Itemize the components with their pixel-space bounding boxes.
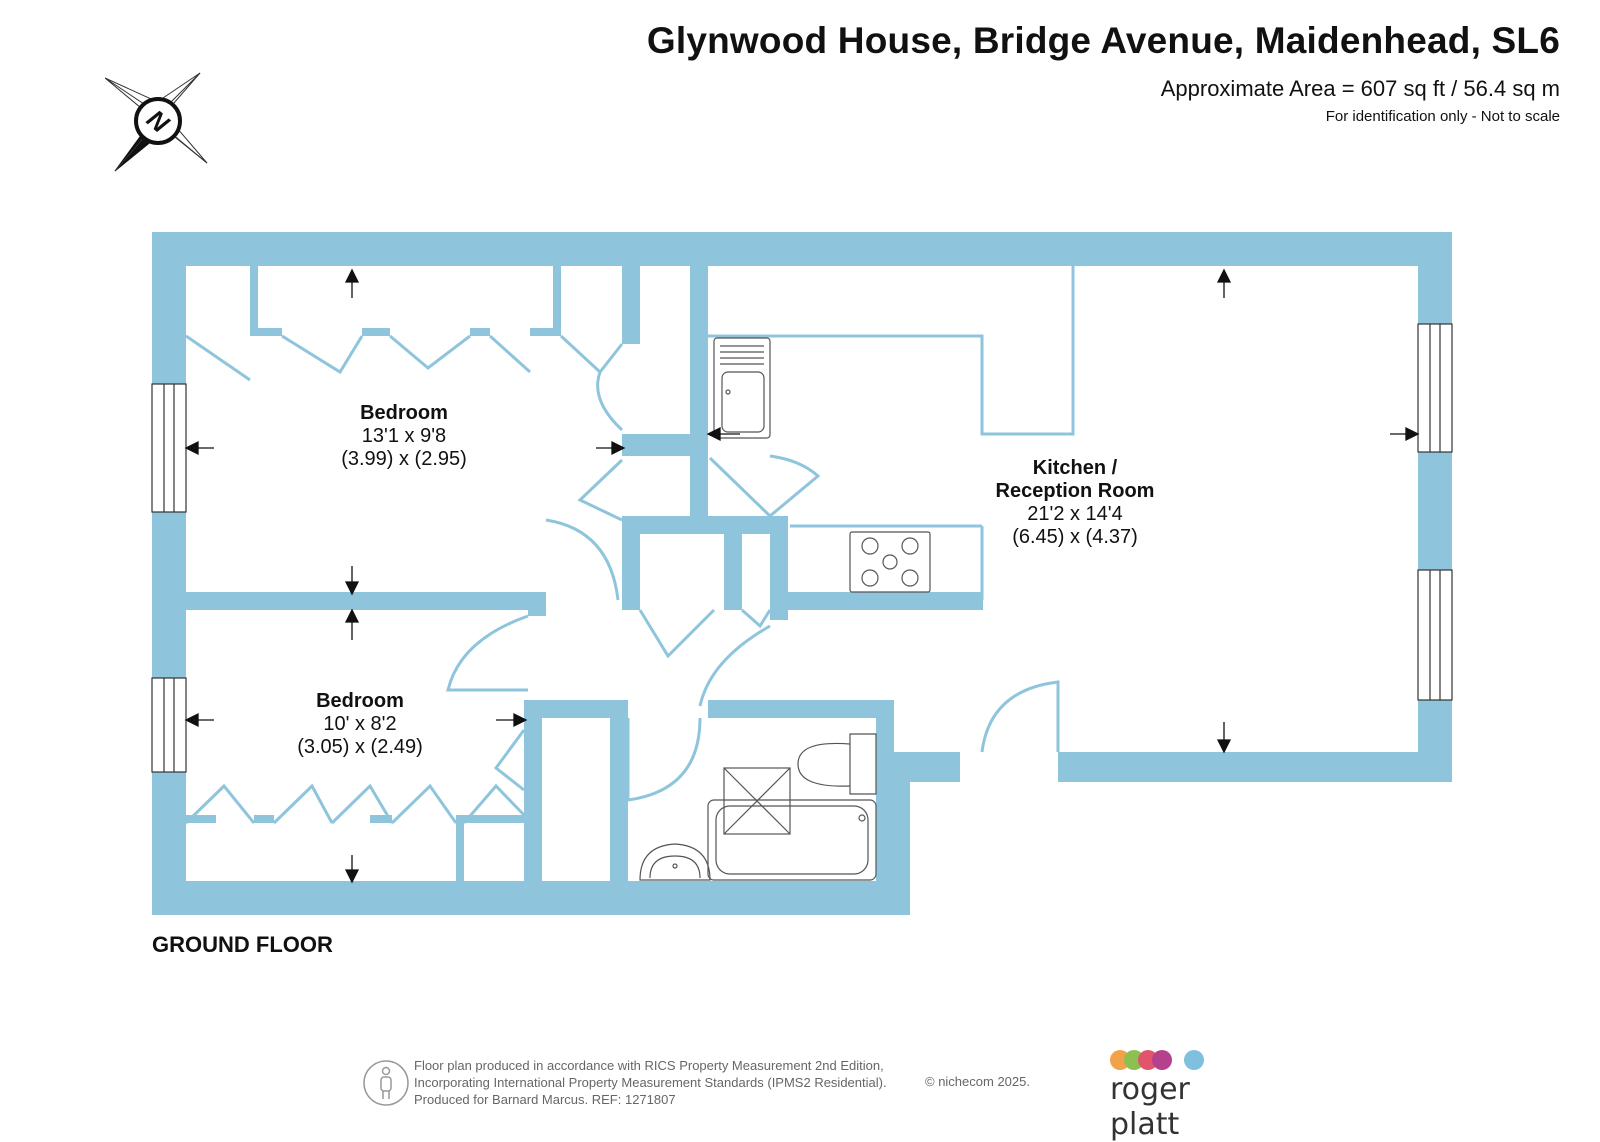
- page-title: Glynwood House, Bridge Avenue, Maidenhea…: [646, 20, 1560, 61]
- room-metric: (3.05) x (2.49): [297, 736, 423, 758]
- room-name: Bedroom: [360, 402, 448, 424]
- brand-logo: roger platt: [1110, 1050, 1250, 1142]
- windows: [151, 323, 1453, 773]
- room-metric: (3.99) x (2.95): [341, 448, 467, 470]
- footer-line-2: Incorporating International Property Mea…: [414, 1075, 887, 1090]
- footer-copyright: © nichecom 2025.: [925, 1074, 1030, 1089]
- brand-dot: [1152, 1050, 1172, 1070]
- footer-line-1: Floor plan produced in accordance with R…: [414, 1058, 884, 1073]
- scale-note: For identification only - Not to scale: [1325, 108, 1560, 125]
- floor-label: GROUND FLOOR: [152, 932, 333, 957]
- brand-dot: [1184, 1050, 1204, 1070]
- room-imperial: 13'1 x 9'8: [361, 425, 447, 447]
- room-imperial: 21'2 x 14'4: [1027, 503, 1123, 525]
- compass-icon: N: [105, 72, 208, 172]
- room-metric: (6.45) x (4.37): [1012, 526, 1138, 548]
- approximate-area: Approximate Area = 607 sq ft / 56.4 sq m: [1160, 76, 1560, 101]
- room-name: Kitchen /: [1032, 457, 1118, 479]
- room-imperial: 10' x 8'2: [323, 713, 397, 735]
- room-label-bedroom-1: Bedroom 13'1 x 9'8 (3.99) x (2.95): [341, 402, 467, 471]
- room-name: Bedroom: [316, 690, 404, 712]
- bathroom-fixtures: [639, 733, 877, 881]
- hob-icon: [849, 531, 931, 593]
- measurement-arrows: [184, 268, 1420, 884]
- room-name-2: Reception Room: [995, 480, 1155, 502]
- walls: [152, 232, 1452, 915]
- room-label-bedroom-2: Bedroom 10' x 8'2 (3.05) x (2.49): [297, 690, 423, 759]
- person-icon: [363, 1060, 409, 1106]
- kitchen-sink-icon: [713, 337, 771, 439]
- fixtures: [184, 266, 1075, 825]
- footer-line-3: Produced for Barnard Marcus. REF: 127180…: [414, 1092, 676, 1107]
- room-label-kitchen: Kitchen / Reception Room 21'2 x 14'4 (6.…: [996, 457, 1155, 549]
- footer-text: Floor plan produced in accordance with R…: [414, 1057, 887, 1108]
- brand-dots: [1110, 1050, 1250, 1070]
